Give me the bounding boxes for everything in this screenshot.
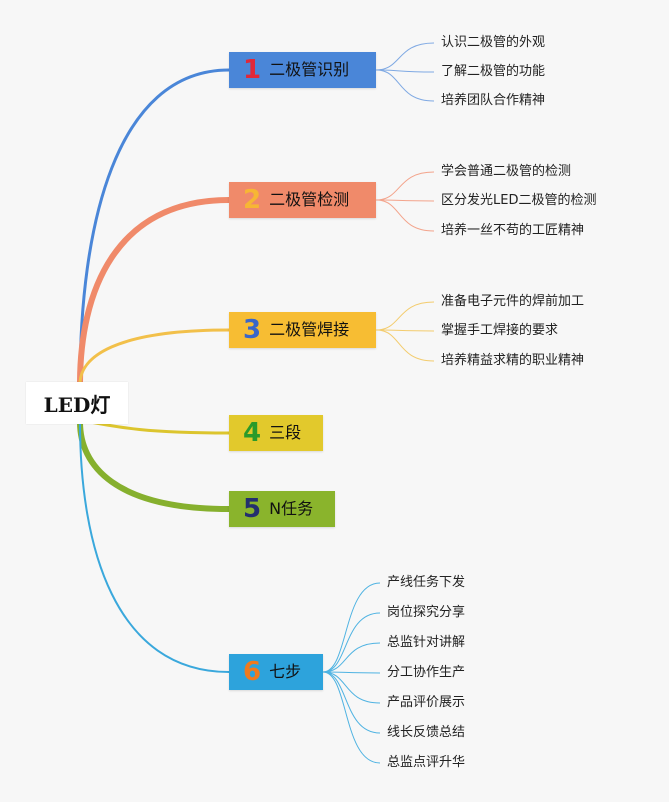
leaf-item[interactable]: 了解二极管的功能 xyxy=(441,64,546,79)
branch-6-seven-steps[interactable]: 6 七步 xyxy=(229,654,323,690)
leaf-item[interactable]: 区分发光LED二极管的检测 xyxy=(441,193,597,208)
branch-connector xyxy=(77,419,232,512)
branch-3-diode-solder[interactable]: 3 二极管焊接 xyxy=(229,312,376,348)
leaf-connector xyxy=(375,199,435,202)
leaf-item[interactable]: 总监针对讲解 xyxy=(387,635,466,650)
leaf-item[interactable]: 产线任务下发 xyxy=(387,575,466,590)
leaf-item[interactable]: 培养精益求精的职业精神 xyxy=(441,353,585,368)
leaf-connector xyxy=(375,69,435,102)
leaf-connector xyxy=(375,171,435,201)
leaf-item[interactable]: 培养一丝不苟的工匠精神 xyxy=(441,223,585,238)
leaf-connector xyxy=(375,199,435,232)
leaf-item[interactable]: 掌握手工焊接的要求 xyxy=(441,323,559,338)
branch-number: 4 xyxy=(243,418,262,448)
branch-label: N任务 xyxy=(269,499,314,518)
leaf-item[interactable]: 产品评价展示 xyxy=(387,695,466,710)
branch-label: 二极管识别 xyxy=(269,60,350,79)
leaf-connector xyxy=(375,301,435,331)
branch-label: 二极管焊接 xyxy=(269,320,350,339)
leaf-connector xyxy=(322,671,381,764)
leaf-connector xyxy=(322,671,381,734)
branch-label: 七步 xyxy=(269,662,302,681)
leaf-connector xyxy=(375,42,435,71)
branch-connector xyxy=(78,328,231,386)
leaf-item[interactable]: 线长反馈总结 xyxy=(387,725,466,740)
branch-4-three-stages[interactable]: 4 三段 xyxy=(229,415,323,451)
branch-number: 6 xyxy=(243,657,262,687)
branch-label: 二极管检测 xyxy=(269,190,350,209)
branch-5-n-tasks[interactable]: 5 N任务 xyxy=(229,491,335,527)
branch-number: 2 xyxy=(243,185,262,215)
leaf-connector xyxy=(322,671,381,704)
branch-2-diode-test[interactable]: 2 二极管检测 xyxy=(229,182,376,218)
root-node-led[interactable]: LED灯 xyxy=(26,382,128,424)
branch-1-diode-identify[interactable]: 1 二极管识别 xyxy=(229,52,376,88)
branch-number: 5 xyxy=(243,494,262,524)
branch-number: 1 xyxy=(243,55,262,85)
leaf-item[interactable]: 培养团队合作精神 xyxy=(441,93,546,108)
leaf-item[interactable]: 总监点评升华 xyxy=(387,755,466,770)
root-label: LED灯 xyxy=(43,392,111,417)
leaf-item[interactable]: 学会普通二极管的检测 xyxy=(441,164,572,179)
leaf-item[interactable]: 准备电子元件的焊前加工 xyxy=(441,294,585,309)
leaf-connector xyxy=(322,612,381,673)
branch-connector xyxy=(77,197,232,387)
leaf-connector xyxy=(375,329,435,332)
branch-connector xyxy=(79,421,230,673)
branch-number: 3 xyxy=(243,315,262,345)
leaf-connector xyxy=(322,582,381,673)
branch-connector xyxy=(78,68,231,386)
leaf-connector xyxy=(375,69,435,73)
branch-label: 三段 xyxy=(269,423,302,442)
leaf-item[interactable]: 岗位探究分享 xyxy=(387,605,466,620)
leaf-connector xyxy=(322,642,381,673)
leaf-item[interactable]: 分工协作生产 xyxy=(387,665,466,680)
leaf-connector xyxy=(375,329,435,362)
leaf-item[interactable]: 认识二极管的外观 xyxy=(441,35,546,50)
leaf-connector xyxy=(322,671,381,674)
